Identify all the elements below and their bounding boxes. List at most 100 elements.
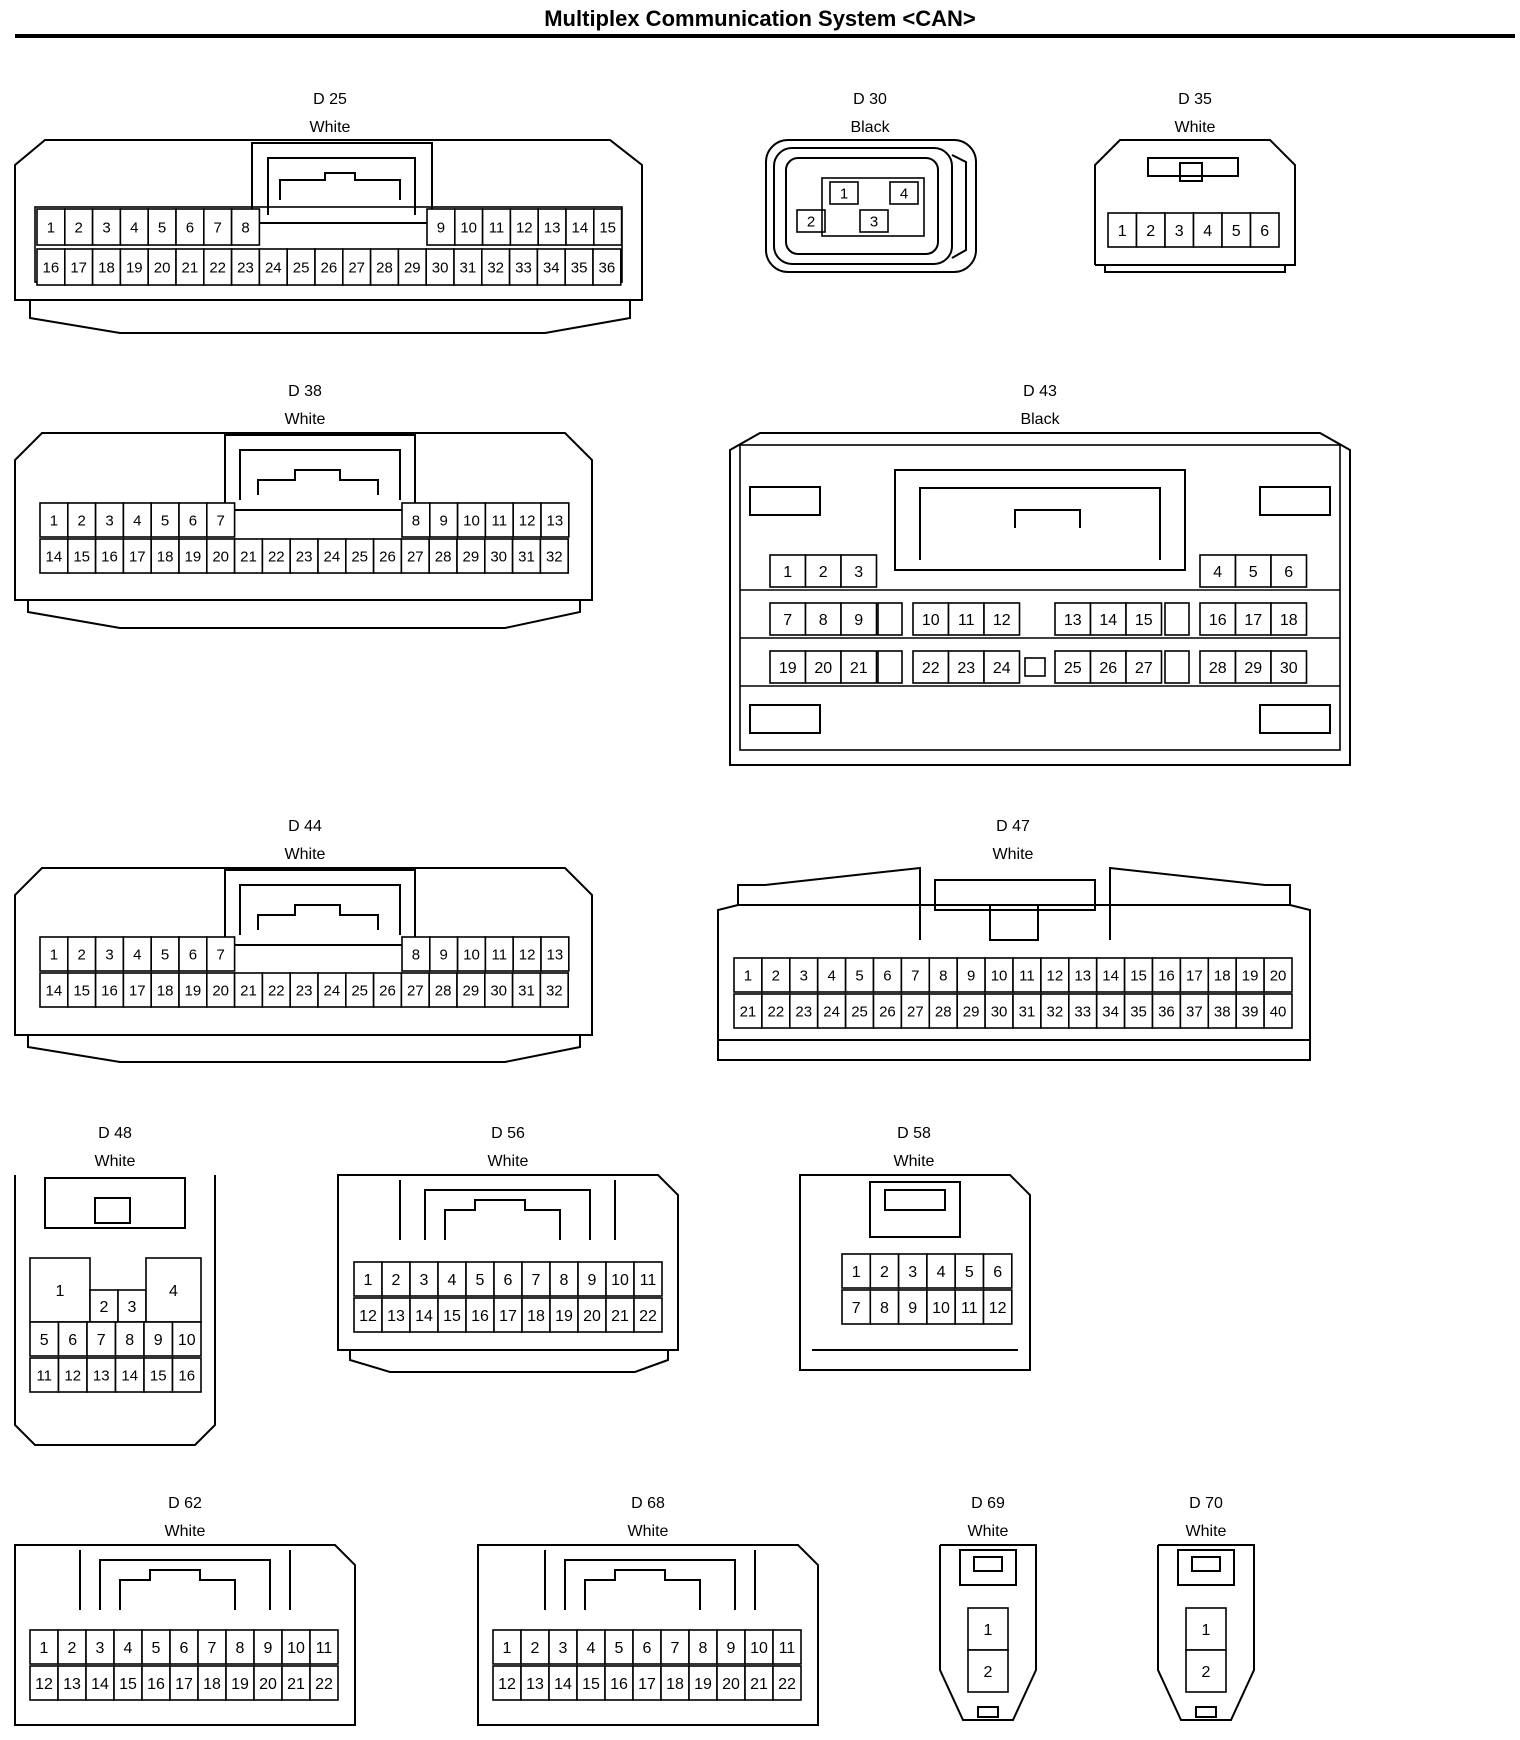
- pin-number: 13: [547, 946, 564, 963]
- pin-number: 24: [993, 660, 1011, 677]
- pin-cell: [492, 1665, 522, 1701]
- pin-number: 30: [1280, 660, 1298, 677]
- pin-number: 33: [1074, 1003, 1091, 1020]
- connector-id: D 44: [288, 818, 322, 835]
- pin-cell: [816, 957, 847, 993]
- housing-outline: [717, 904, 1311, 1061]
- pin-number: 9: [908, 1300, 917, 1317]
- pin-cell: [1012, 993, 1042, 1029]
- pin-number: 21: [287, 1676, 305, 1693]
- blank-cavity: [1164, 650, 1190, 684]
- connector-color: White: [488, 1153, 529, 1170]
- pin-cell: [261, 538, 291, 574]
- pin-cell: [967, 1607, 1009, 1651]
- pin-cell: [1151, 993, 1182, 1029]
- pin-number: 6: [186, 219, 194, 236]
- key-cavity: [1024, 657, 1046, 677]
- pin-number: 4: [130, 219, 138, 236]
- pin-cell: [1040, 993, 1070, 1029]
- pin-cell: [947, 602, 985, 636]
- pin-cell: [1054, 602, 1092, 636]
- housing-outline: [1094, 139, 1296, 266]
- pin-cell: [483, 538, 514, 574]
- pin-cell: [1234, 602, 1272, 636]
- pin-number: 16: [178, 1367, 195, 1384]
- pin-cell: [548, 1665, 578, 1701]
- pin-cell: [900, 993, 931, 1029]
- pin-number: 1: [1202, 1622, 1211, 1639]
- pin-cell: [1199, 554, 1237, 588]
- housing-outline: [737, 866, 921, 940]
- housing-outline: [951, 154, 967, 259]
- pin-number: 28: [435, 548, 452, 565]
- pin-number: 31: [460, 259, 477, 276]
- pin-cell: [537, 208, 567, 246]
- connector-color: White: [310, 119, 351, 136]
- pin-number: 35: [1130, 1003, 1147, 1020]
- pin-cell: [688, 1629, 718, 1665]
- pin-number: 4: [124, 1640, 133, 1657]
- pin-cell: [483, 972, 514, 1008]
- pin-number: 2: [75, 219, 83, 236]
- pin-cell: [604, 1665, 634, 1701]
- pin-number: 2: [880, 1264, 889, 1281]
- pin-cell: [539, 538, 570, 574]
- pin-number: 9: [588, 1272, 597, 1289]
- pin-number: 15: [73, 982, 90, 999]
- pin-number: 18: [157, 982, 174, 999]
- pin-number: 3: [96, 1640, 105, 1657]
- pin-cell: [744, 1665, 774, 1701]
- pin-number: 4: [169, 1283, 178, 1300]
- pin-number: 4: [133, 512, 141, 529]
- pin-number: 13: [547, 512, 564, 529]
- pin-number: 19: [185, 548, 202, 565]
- pin-number: 8: [125, 1332, 134, 1349]
- pin-number: 10: [991, 967, 1008, 984]
- pin-number: 23: [237, 259, 254, 276]
- pin-number: 16: [101, 548, 118, 565]
- connector-id: D 25: [313, 91, 347, 108]
- pin-number: 1: [503, 1640, 512, 1657]
- pin-number: 11: [958, 612, 975, 629]
- pin-cell: [197, 1665, 227, 1701]
- pin-number: 33: [515, 259, 532, 276]
- connector-color: White: [993, 846, 1034, 863]
- pin-cell: [91, 248, 122, 286]
- pin-cell: [520, 1629, 550, 1665]
- pin-cell: [633, 1297, 663, 1333]
- pin-cell: [761, 993, 791, 1029]
- housing-outline: [27, 600, 581, 629]
- pin-number: 22: [768, 1003, 785, 1020]
- housing-part: [1179, 162, 1203, 182]
- pin-cell: [400, 538, 430, 574]
- pin-number: 6: [1284, 564, 1293, 581]
- pin-cell: [258, 248, 288, 286]
- pin-cell: [564, 248, 594, 286]
- pin-number: 10: [178, 1332, 196, 1349]
- pin-number: 14: [1099, 612, 1117, 629]
- pin-number: 15: [150, 1367, 167, 1384]
- pin-number: 1: [50, 512, 58, 529]
- pin-cell: [577, 1297, 607, 1333]
- pin-cell: [145, 1257, 202, 1323]
- pin-cell: [178, 538, 208, 574]
- pin-number: 34: [1102, 1003, 1119, 1020]
- pin-cell: [147, 248, 177, 286]
- pin-number: 9: [264, 1640, 273, 1657]
- pin-number: 40: [1270, 1003, 1287, 1020]
- pin-cell: [94, 936, 125, 972]
- pin-number: 7: [783, 612, 792, 629]
- pin-number: 1: [47, 219, 55, 236]
- housing-part: [869, 1181, 961, 1238]
- pin-number: 22: [209, 259, 226, 276]
- pin-number: 17: [70, 259, 87, 276]
- pin-number: 27: [348, 259, 365, 276]
- pin-number: 13: [387, 1308, 405, 1325]
- pin-number: 18: [1280, 612, 1298, 629]
- housing-part: [749, 486, 821, 516]
- pin-number: 4: [1213, 564, 1222, 581]
- pin-number: 29: [1244, 660, 1262, 677]
